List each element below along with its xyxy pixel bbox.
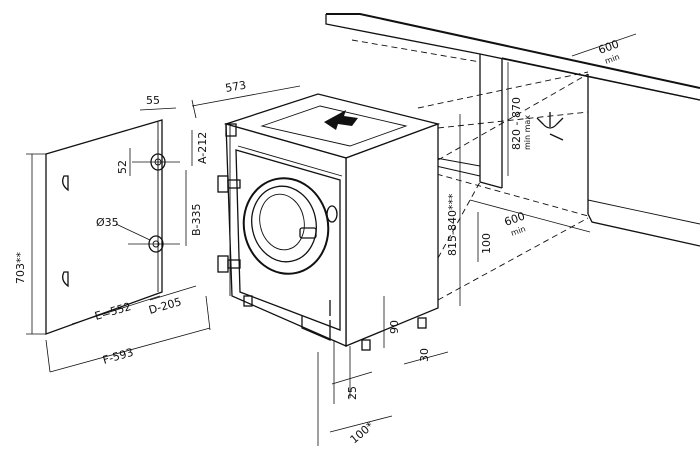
label-90: 90 xyxy=(388,320,401,334)
door-panel xyxy=(45,119,180,335)
floor-lines xyxy=(435,157,481,177)
label-55: 55 xyxy=(146,94,160,107)
side-cabinet xyxy=(587,74,700,247)
label-100-star: 100* xyxy=(348,419,377,446)
label-100: 100 xyxy=(480,233,493,254)
dimension-lines xyxy=(26,33,637,446)
washing-machine xyxy=(217,93,441,351)
arrow-icon xyxy=(324,110,358,130)
label-703: 703** xyxy=(14,252,27,284)
label-52: 52 xyxy=(116,160,129,174)
label-573: 573 xyxy=(224,79,247,95)
label-a212: A-212 xyxy=(196,132,209,164)
label-min-max: min max xyxy=(523,115,532,150)
label-dia35: Ø35 xyxy=(96,216,119,229)
label-f593: F-593 xyxy=(101,346,135,367)
label-815-840: 815-840*** xyxy=(446,193,459,256)
label-b335: B-335 xyxy=(190,203,203,236)
drain-siphon xyxy=(536,112,564,141)
label-820-870: 820 - 870 xyxy=(510,97,523,150)
label-30: 30 xyxy=(418,348,431,362)
label-25: 25 xyxy=(346,386,359,400)
